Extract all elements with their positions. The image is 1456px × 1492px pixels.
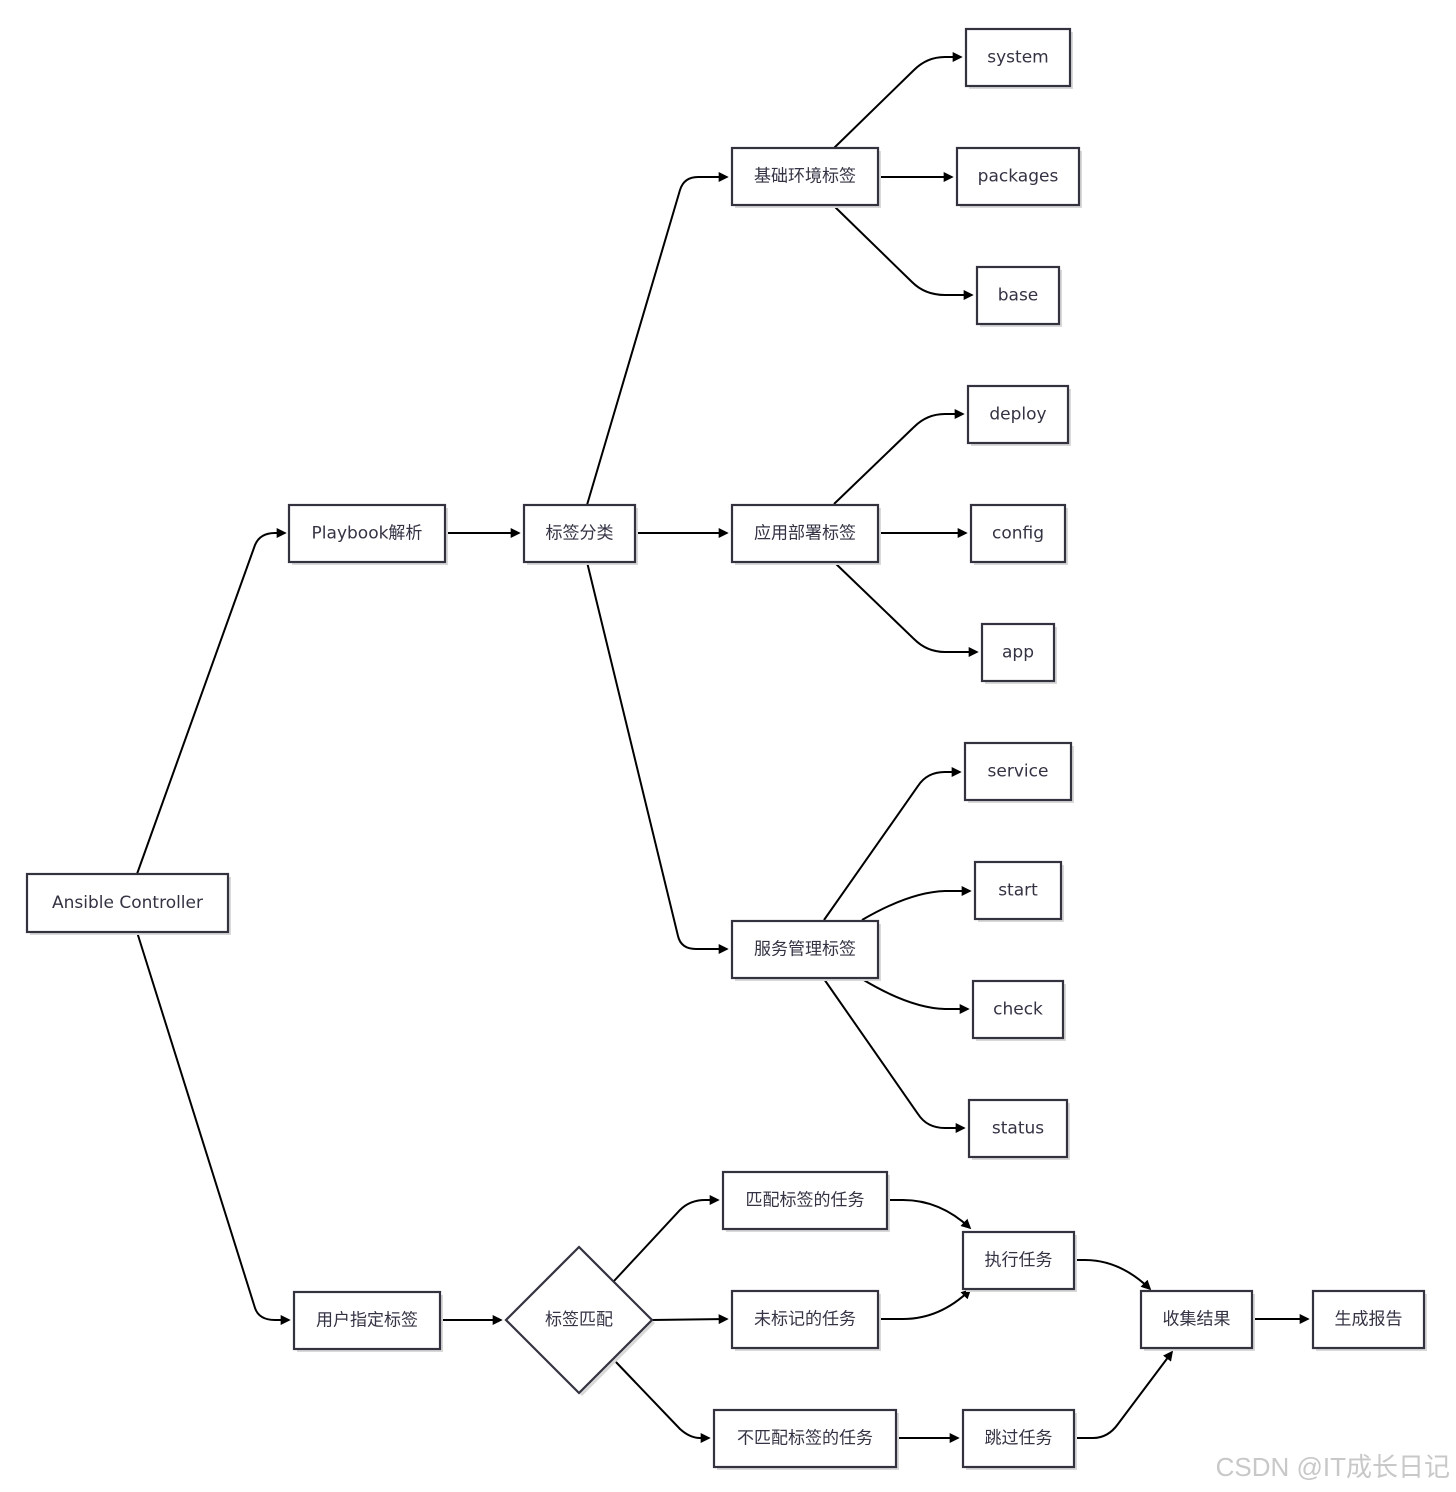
- node-status: status: [967, 1098, 1070, 1160]
- node-label: status: [992, 1119, 1044, 1139]
- watermark: CSDN @IT成长日记: [1215, 1452, 1450, 1482]
- node-app-deploy-tags: 应用部署标签: [730, 503, 881, 565]
- node-service: service: [963, 741, 1074, 803]
- edge-controller-to-user-tags: [136, 931, 291, 1325]
- node-label: check: [993, 1000, 1043, 1020]
- node-untagged-tasks: 未标记的任务: [730, 1289, 881, 1351]
- node-user-tags: 用户指定标签: [292, 1290, 443, 1352]
- edge-service-mgmt-to-check: [861, 978, 970, 1014]
- diamond-shape: [504, 1245, 654, 1395]
- edge-execute-to-collect: [1074, 1259, 1152, 1291]
- node-box: [963, 741, 1073, 802]
- node-box: [961, 1408, 1076, 1469]
- node-label: deploy: [989, 405, 1046, 425]
- node-box: [730, 503, 880, 564]
- node-skip-tasks: 跳过任务: [961, 1408, 1077, 1470]
- node-label: Playbook解析: [312, 524, 423, 544]
- node-label: 基础环境标签: [754, 167, 856, 187]
- node-box: [292, 1290, 442, 1351]
- node-label: 标签分类: [546, 524, 614, 544]
- node-box: [966, 384, 1070, 445]
- node-label: 应用部署标签: [754, 524, 856, 544]
- node-box: [967, 1098, 1069, 1159]
- node-box: [730, 919, 880, 980]
- node-box: [730, 1289, 880, 1350]
- node-box: [955, 146, 1081, 207]
- node-box: [1311, 1289, 1426, 1350]
- edge-base-env-to-system: [833, 52, 963, 149]
- node-app: app: [980, 622, 1057, 684]
- node-box: [287, 503, 447, 564]
- node-packages: packages: [955, 146, 1082, 208]
- node-box: [721, 1170, 889, 1231]
- node-label: service: [988, 762, 1049, 782]
- node-label: 跳过任务: [985, 1429, 1053, 1449]
- edge-classify-to-service-mgmt: [586, 561, 729, 954]
- node-tag-match-diamond: 标签匹配: [504, 1245, 655, 1396]
- edge-app-deploy-to-app: [833, 561, 979, 657]
- node-label: config: [992, 524, 1044, 544]
- node-label: 执行任务: [985, 1251, 1053, 1271]
- node-deploy: deploy: [966, 384, 1071, 446]
- node-generate-report: 生成报告: [1311, 1289, 1427, 1351]
- node-service-mgmt-tags: 服务管理标签: [730, 919, 881, 981]
- node-label: 生成报告: [1335, 1310, 1403, 1330]
- node-playbook-parse: Playbook解析: [287, 503, 448, 565]
- node-system: system: [964, 27, 1073, 89]
- node-label: 收集结果: [1163, 1310, 1231, 1330]
- edge-service-mgmt-to-service: [823, 767, 962, 921]
- node-label: app: [1002, 643, 1034, 663]
- node-config: config: [969, 503, 1068, 565]
- node-label: packages: [978, 167, 1059, 187]
- edge-service-mgmt-to-start: [861, 886, 972, 921]
- node-label: 用户指定标签: [316, 1311, 418, 1331]
- edges: [136, 52, 1310, 1443]
- node-start: start: [973, 860, 1064, 922]
- node-check: check: [971, 979, 1066, 1041]
- node-label: 匹配标签的任务: [746, 1191, 865, 1211]
- node-ansible-controller: Ansible Controller: [25, 872, 231, 935]
- node-execute-tasks: 执行任务: [961, 1230, 1077, 1292]
- edge-tag-match-to-matched: [613, 1195, 720, 1282]
- node-box: [964, 27, 1072, 88]
- node-box: [961, 1230, 1076, 1291]
- node-box: [980, 622, 1056, 683]
- node-box: [712, 1408, 898, 1469]
- edge-untagged-to-execute: [878, 1288, 972, 1320]
- nodes: Ansible Controller Playbook解析 标签分类 基础环境标签应用…: [25, 27, 1427, 1470]
- node-label: system: [987, 48, 1048, 68]
- edge-service-mgmt-to-status: [823, 978, 966, 1133]
- node-base-env-tags: 基础环境标签: [730, 146, 881, 208]
- node-label: start: [998, 881, 1038, 901]
- node-unmatched-tasks: 不匹配标签的任务: [712, 1408, 899, 1470]
- edge-classify-to-base-env: [586, 172, 729, 506]
- node-matched-tasks: 匹配标签的任务: [721, 1170, 890, 1232]
- node-box: [730, 146, 880, 207]
- node-box: [973, 860, 1063, 921]
- node-base: base: [975, 265, 1062, 327]
- node-box: [522, 503, 637, 564]
- node-label: 服务管理标签: [754, 940, 856, 960]
- edge-app-deploy-to-deploy: [833, 409, 965, 505]
- node-collect-results: 收集结果: [1139, 1289, 1255, 1351]
- edge-skip-to-collect: [1074, 1350, 1173, 1439]
- node-label: base: [998, 286, 1039, 306]
- edge-matched-to-execute: [887, 1199, 972, 1230]
- node-label: 标签匹配: [545, 1310, 613, 1330]
- node-label: 未标记的任务: [754, 1310, 856, 1330]
- node-label: Ansible Controller: [52, 893, 203, 913]
- node-box: [975, 265, 1061, 326]
- edge-tag-match-to-unmatched: [613, 1359, 711, 1443]
- node-box: [971, 979, 1065, 1040]
- edge-tag-match-to-untagged: [651, 1314, 729, 1325]
- node-label: 不匹配标签的任务: [737, 1429, 873, 1449]
- edge-base-env-to-base: [833, 205, 974, 300]
- node-box: [1139, 1289, 1254, 1350]
- edge-controller-to-playbook: [136, 528, 287, 875]
- node-box: [25, 872, 230, 934]
- node-box: [969, 503, 1067, 564]
- node-tag-classify: 标签分类: [522, 503, 638, 565]
